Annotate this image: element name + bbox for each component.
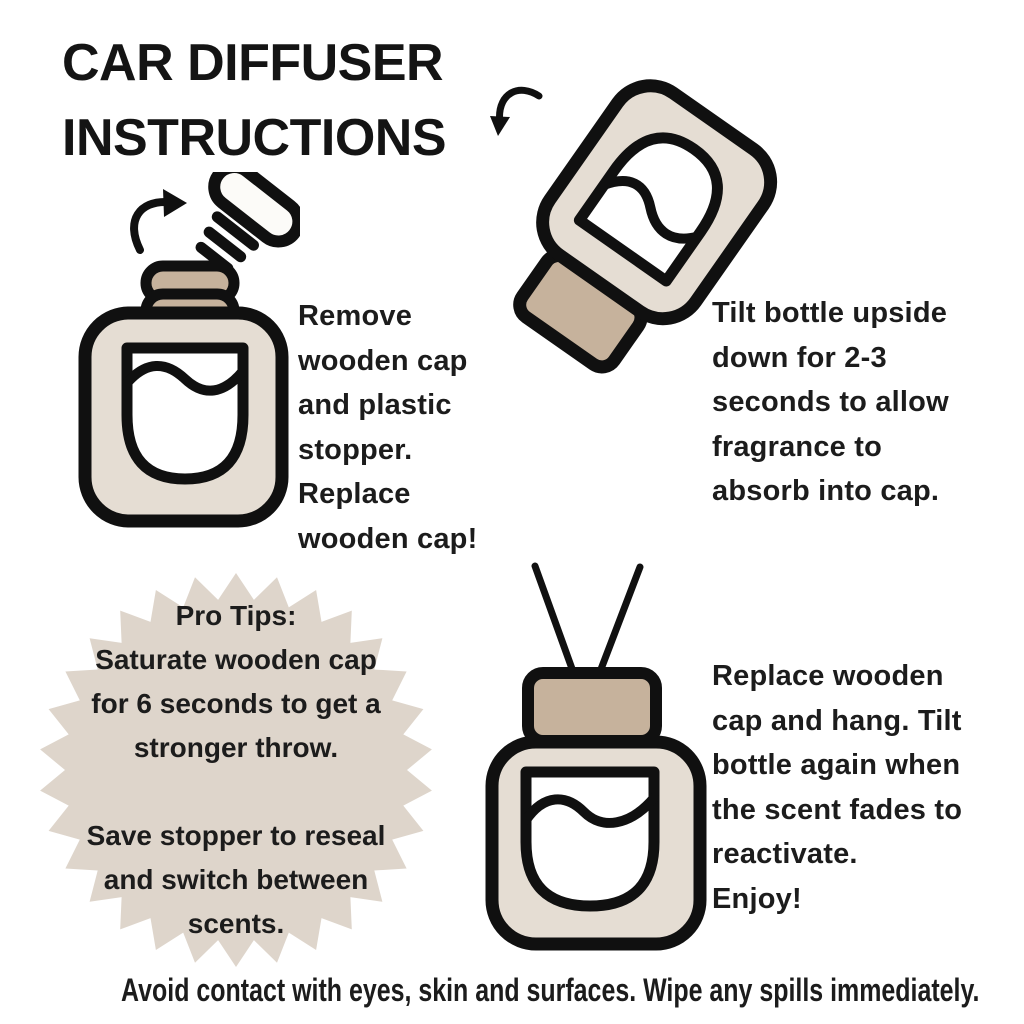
step-2-text: Tilt bottle upside down for 2-3 seconds …	[712, 297, 949, 507]
step-1-text: Remove wooden cap and plastic stopper. R…	[298, 300, 478, 555]
footer-warning: Avoid contact with eyes, skin and surfac…	[121, 972, 980, 1008]
hanging-cord	[531, 562, 579, 681]
diffuser-bottle-tilted-upside-down	[513, 79, 778, 374]
bottle-label-window	[520, 766, 660, 912]
diffuser-bottle-with-stopper-removed	[78, 172, 300, 528]
plastic-stopper	[195, 172, 300, 274]
hanging-cord	[594, 563, 644, 681]
bottle-label-window	[121, 342, 249, 485]
curved-arrow-counterclockwise-icon	[490, 86, 543, 136]
starburst-shape	[40, 573, 432, 967]
step-3-text: Replace wooden cap and hang. Tilt bottle…	[712, 660, 963, 915]
pro-tips-badge: Pro Tips: Saturate wooden cap for 6 seco…	[38, 572, 434, 968]
wooden-cap	[522, 667, 662, 747]
page-title: CAR DIFFUSER INSTRUCTIONS	[62, 34, 447, 167]
liquid-wave-line	[122, 361, 248, 396]
curved-arrow-clockwise-icon	[130, 189, 187, 254]
liquid-wave-line	[521, 793, 659, 828]
diffuser-bottle-capped-with-hanging-cord	[485, 562, 707, 951]
liquid-wave-line	[599, 176, 703, 244]
pro-tips-text: Pro Tips: Saturate wooden cap for 6 seco…	[86, 600, 386, 939]
